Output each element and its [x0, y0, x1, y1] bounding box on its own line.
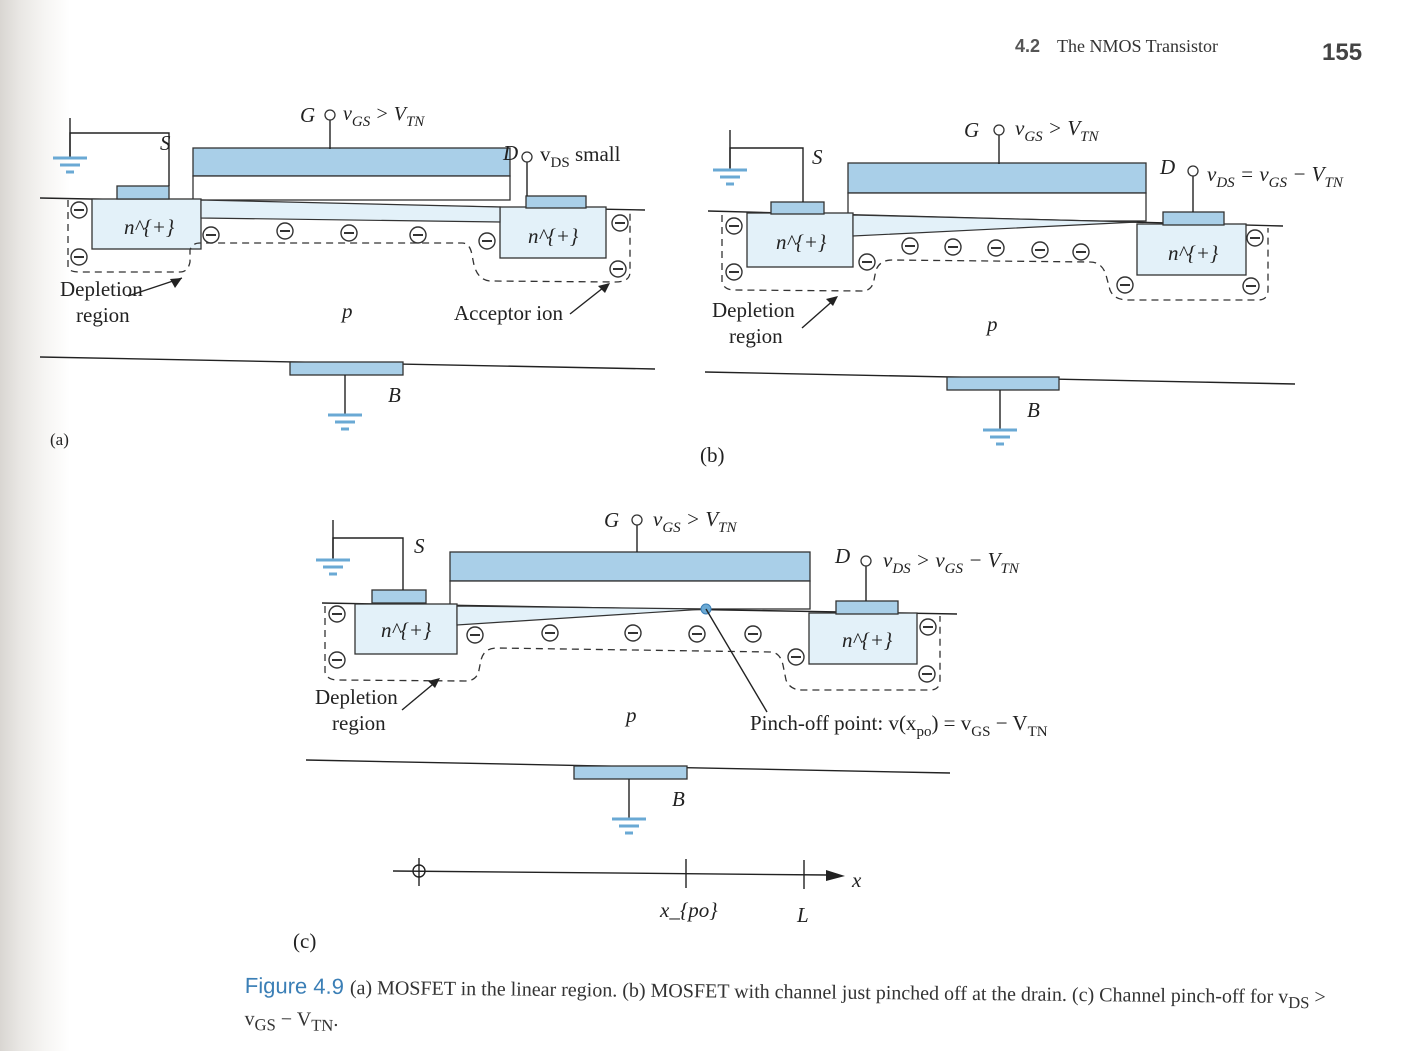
gate-oxide: [192, 175, 511, 201]
drain-contact: [1162, 211, 1225, 226]
axis-variable: x: [851, 868, 862, 892]
depletion-label: region: [332, 711, 386, 735]
figure-caption: Figure 4.9(a) MOSFET in the linear regio…: [244, 973, 1355, 1049]
tapered-channel: [852, 214, 1138, 237]
depletion-label: Depletion: [712, 298, 795, 322]
substrate-label: p: [624, 703, 637, 727]
drain-n-plus: [499, 206, 607, 259]
inversion-channel: [200, 199, 501, 223]
figure-number: Figure 4.9: [244, 973, 345, 999]
drain-condition: vDS​ small: [540, 142, 621, 171]
drain-contact: [835, 600, 899, 615]
xpo-label: x_{po}: [659, 898, 718, 922]
gate-label: G: [300, 103, 315, 127]
drain-label: D: [502, 141, 518, 165]
section-title: The NMOS Transistor: [1057, 36, 1218, 56]
ground-icon: [711, 128, 749, 186]
source-label: S: [414, 534, 425, 558]
depletion-label: region: [76, 303, 130, 327]
ground-icon: [610, 777, 648, 835]
drain-label: D: [834, 544, 850, 568]
n-plus-label: n^{+}: [528, 224, 579, 248]
source-label: S: [160, 131, 171, 155]
drain-contact: [525, 195, 587, 209]
drain-condition: vDS​ > vGS​ − VTN​: [883, 548, 1020, 577]
source-n-plus: [91, 198, 202, 250]
gate-oxide: [449, 580, 811, 610]
source-contact: [116, 185, 170, 200]
gate-metal: [847, 162, 1147, 194]
body-contact: [573, 765, 688, 780]
substrate-label: p: [985, 312, 998, 336]
caption-text: (a) MOSFET in the linear region. (b) MOS…: [244, 977, 1326, 1035]
drain-n-plus: [1136, 223, 1247, 276]
section-number: 4.2: [1015, 36, 1040, 56]
gate-condition: vGS​ > VTN​: [653, 507, 738, 536]
drain-n-plus: [808, 612, 918, 665]
n-plus-label: n^{+}: [842, 628, 893, 652]
panel-b-pinch-off-at-drain: G vGS​ > VTN​ S D vDS​ = vGS​ − VTN​ n^{…: [700, 116, 1344, 467]
depletion-label: Depletion: [315, 685, 398, 709]
page-number: 155: [1322, 39, 1362, 66]
substrate-label: p: [340, 299, 353, 323]
body-label: B: [388, 383, 401, 407]
drain-label: D: [1159, 155, 1175, 179]
depletion-boundary: [67, 200, 631, 283]
panel-c-pinch-off-beyond: G vGS​ > VTN​ S D vDS​ > vGS​ − VTN​ n^{…: [293, 507, 1048, 953]
ground-icon: [981, 388, 1019, 446]
n-plus-label: n^{+}: [124, 215, 175, 239]
tapered-channel: [456, 605, 707, 626]
n-plus-label: n^{+}: [776, 230, 827, 254]
source-contact: [770, 201, 825, 215]
pinch-off-label: Pinch-off point: v(xpo​) = vGS​ − VTN​: [750, 711, 1048, 740]
depletion-label: region: [729, 324, 783, 348]
panel-label-c: (c): [293, 929, 316, 953]
gate-condition: vGS​ > VTN​: [1015, 116, 1100, 145]
gate-condition: vGS​ > VTN​: [343, 103, 425, 130]
ground-icon: [51, 116, 89, 174]
body-label: B: [1027, 398, 1040, 422]
source-contact: [371, 589, 427, 604]
ground-icon: [314, 518, 352, 576]
x-axis: x x_{po} L: [392, 858, 862, 927]
depletion-label: Depletion: [60, 277, 143, 301]
gate-label: G: [604, 508, 619, 532]
body-contact: [946, 376, 1060, 391]
depletion-boundary: [324, 606, 941, 691]
body-label: B: [672, 787, 685, 811]
body-contact: [289, 361, 404, 376]
n-plus-label: n^{+}: [381, 618, 432, 642]
gate-metal: [449, 551, 811, 582]
gate-label: G: [964, 118, 979, 142]
source-label: S: [812, 145, 823, 169]
source-n-plus: [354, 603, 458, 655]
gate-metal: [192, 147, 511, 177]
L-label: L: [796, 903, 809, 927]
panel-label-b: (b): [700, 443, 725, 467]
acceptor-ion-label: Acceptor ion: [454, 301, 564, 325]
depletion-boundary: [721, 215, 1269, 301]
n-plus-label: n^{+}: [1168, 241, 1219, 265]
drain-condition: vDS​ = vGS​ − VTN​: [1207, 162, 1344, 191]
panel-a-linear-region: G vGS​ > VTN​ S D vDS​ small n^{+} n^{+}…: [39, 103, 656, 449]
panel-label-a: (a): [50, 430, 69, 449]
ground-icon: [326, 373, 364, 431]
source-n-plus: [746, 212, 854, 268]
